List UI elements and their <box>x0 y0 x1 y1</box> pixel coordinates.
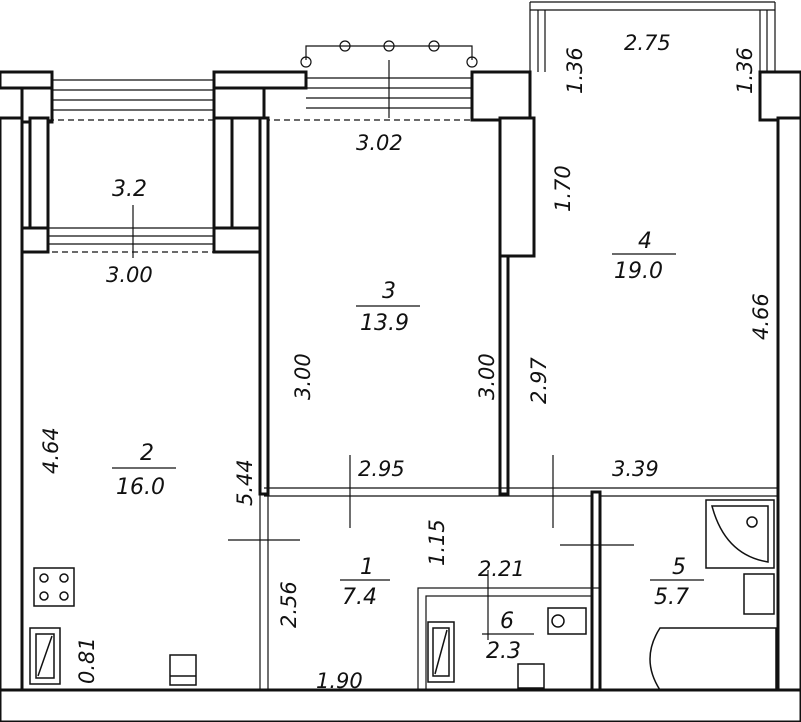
dim-balcony-right-width: 2.75 <box>624 31 671 55</box>
room-1-area: 7.4 <box>342 585 377 610</box>
window-room3 <box>264 40 500 121</box>
dim-room4-height: 4.66 <box>749 293 773 340</box>
room-labels: 3.2 3 13.9 4 19.0 2 16.0 1 7.4 5 5.7 6 2… <box>112 177 704 664</box>
dim-room3-bottom-width: 2.95 <box>358 457 405 481</box>
dim-room2-height: 4.64 <box>39 427 63 474</box>
dim-hall-height: 1.15 <box>425 519 449 566</box>
room-1-number: 1 <box>360 555 374 580</box>
balcony-left <box>20 79 266 258</box>
dim-balcony-right-left-depth: 1.36 <box>563 47 587 94</box>
fridge-icon <box>169 654 197 686</box>
fixtures <box>29 499 777 691</box>
balcony-right <box>529 1 776 72</box>
wc-sink-icon <box>427 621 455 683</box>
room-3-number: 3 <box>382 279 396 304</box>
room-4-area: 19.0 <box>614 259 663 284</box>
dim-balcony-left-width: 3.00 <box>106 263 153 287</box>
dim-balcony-right-right-depth: 1.36 <box>733 47 757 94</box>
dim-room4-bottom-width: 3.39 <box>612 457 659 481</box>
dim-room4-left-height: 2.97 <box>527 357 551 404</box>
dim-room2-right-height: 5.44 <box>233 459 257 506</box>
dim-room3-left-height: 3.00 <box>291 353 315 400</box>
dim-room3-right-height: 3.00 <box>475 353 499 400</box>
room-5-area: 5.7 <box>654 585 689 610</box>
toilet-icon <box>517 607 587 689</box>
bathtub-icon <box>649 627 777 691</box>
dim-hall-left-height: 2.56 <box>277 581 301 628</box>
shower-icon <box>705 499 775 569</box>
kitchen-sink-icon <box>29 627 61 685</box>
bath-basin-icon <box>743 573 775 615</box>
room-6-area: 2.3 <box>486 639 521 664</box>
dim-room4-upper-side: 1.70 <box>551 165 575 212</box>
dim-hall-bottom-width: 1.90 <box>316 669 363 693</box>
room-3-area: 13.9 <box>360 311 409 336</box>
dimension-labels: 3.00 3.02 2.75 1.36 1.36 1.70 4.66 2.97 … <box>39 31 773 693</box>
room-5-number: 5 <box>672 555 686 580</box>
room-6-number: 6 <box>500 609 514 634</box>
stove-icon <box>33 567 75 607</box>
dim-kitchen-corner: 0.81 <box>75 637 99 684</box>
balcony-left-area: 3.2 <box>112 177 147 202</box>
exterior-walls <box>0 70 801 722</box>
interior-walls <box>228 116 778 692</box>
room-2-number: 2 <box>140 441 154 466</box>
dim-room3-top: 3.02 <box>356 131 403 155</box>
dim-wc-width: 2.21 <box>478 557 525 581</box>
room-4-number: 4 <box>638 229 652 254</box>
room-2-area: 16.0 <box>116 475 165 500</box>
